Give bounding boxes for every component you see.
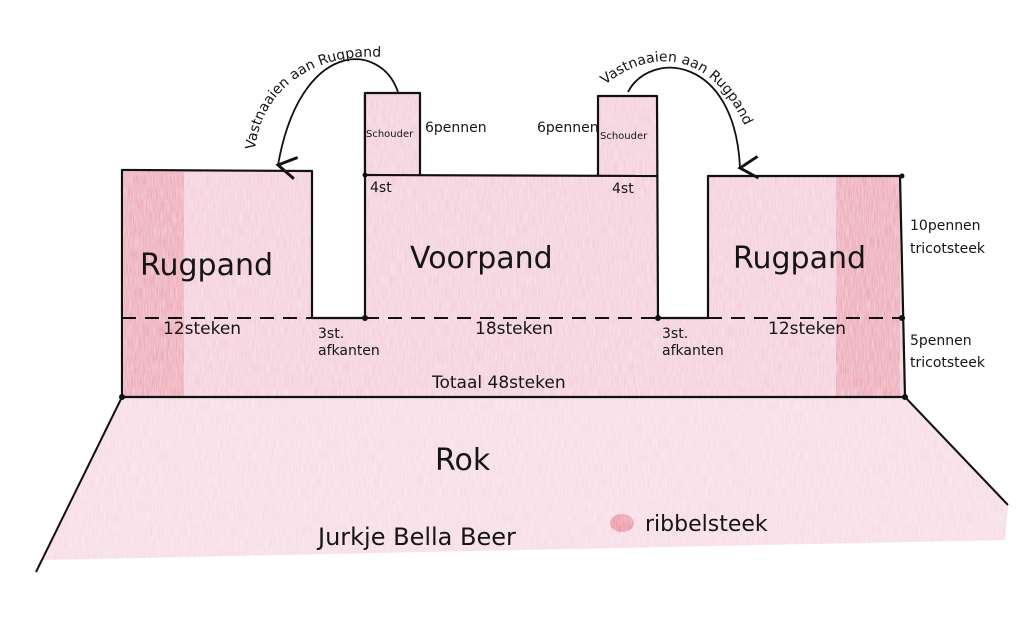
back-right-label: Rugpand: [733, 241, 866, 276]
corner-dots: [119, 172, 908, 400]
side-note-lower-line1: 5pennen: [910, 333, 972, 349]
back-right-stitches: 12steken: [768, 319, 846, 339]
shoulder-right-rows: 6pennen: [537, 120, 599, 136]
armhole-right-line1: 3st.: [662, 326, 688, 342]
shoulder-right-label: Schouder: [600, 131, 648, 142]
armhole-left-line1: 3st.: [318, 326, 344, 342]
shoulder-right: [598, 96, 657, 175]
skirt-piece: [36, 397, 1008, 572]
side-note-lower-line2: tricotsteek: [910, 355, 986, 371]
shoulder-left-stitches: 4st: [370, 180, 392, 196]
arrow-right: [627, 66, 760, 180]
side-note-upper-line2: tricotsteek: [910, 241, 986, 257]
arrow-left: [275, 58, 399, 180]
legend-label: ribbelsteek: [645, 512, 768, 537]
skirt-label: Rok: [435, 443, 491, 478]
back-left-label: Rugpand: [140, 248, 273, 283]
skirt-right-edge: [904, 396, 1009, 506]
ribbelsteek-swatch: [610, 514, 634, 532]
rib-band-right: [836, 177, 900, 396]
skirt-left-edge: [35, 396, 123, 573]
total-stitches: Totaal 48steken: [431, 373, 566, 393]
front-stitches: 18steken: [475, 319, 553, 339]
front-label: Voorpand: [410, 241, 553, 276]
diagram-title: Jurkje Bella Beer: [316, 523, 516, 551]
shoulder-left: [363, 93, 420, 175]
shoulder-right-stitches: 4st: [612, 181, 634, 197]
armhole-right-line2: afkanten: [662, 343, 724, 359]
shoulder-left-rows: 6pennen: [425, 120, 487, 136]
arrow-left-label: Vastnaaien aan Rugpand: [243, 45, 381, 151]
back-left-stitches: 12steken: [163, 319, 241, 339]
bodice-piece: [122, 170, 905, 397]
side-note-upper-line1: 10pennen: [910, 218, 981, 234]
armhole-left-line2: afkanten: [318, 343, 380, 359]
rib-band-left: [124, 172, 184, 396]
shoulder-left-label: Schouder: [366, 129, 414, 140]
